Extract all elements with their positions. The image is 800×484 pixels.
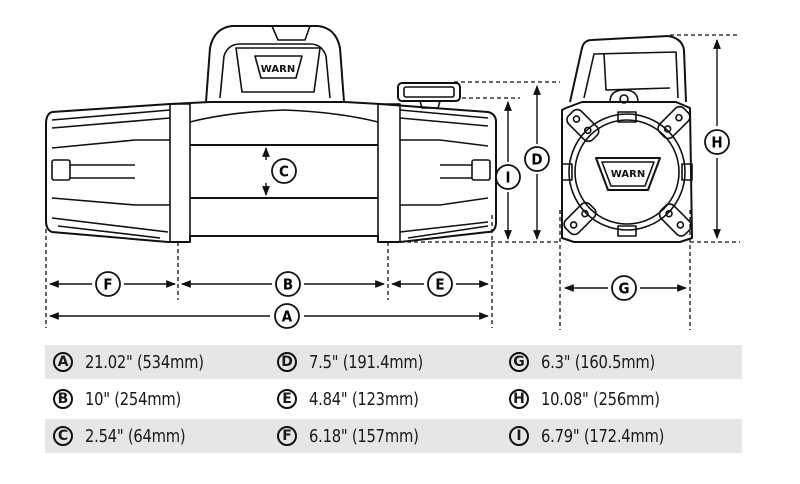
spec-value: 10" (254mm) bbox=[85, 388, 182, 410]
spec-value: 10.08" (256mm) bbox=[541, 388, 660, 410]
spec-row: B 10" (254mm) E 4.84" (123mm) H 10.08" (256… bbox=[45, 382, 742, 416]
spec-value: 6.3" (160.5mm) bbox=[541, 351, 656, 373]
side-view bbox=[561, 35, 693, 243]
spec-value: 6.18" (157mm) bbox=[309, 425, 419, 447]
letter-badge: B bbox=[53, 389, 73, 409]
spec-cell-D: D 7.5" (191.4mm) bbox=[277, 352, 509, 373]
marker-D: D bbox=[524, 146, 550, 172]
svg-text:E: E bbox=[435, 276, 444, 294]
spec-value: 6.79" (172.4mm) bbox=[541, 425, 665, 447]
spec-cell-G: G 6.3" (160.5mm) bbox=[509, 352, 741, 373]
dimension-markers: F B E A C I D G H bbox=[95, 129, 730, 329]
dimension-spec-table: A 21.02" (534mm) D 7.5" (191.4mm) G 6.3" (1… bbox=[45, 345, 742, 456]
logo-text-front: WARN bbox=[261, 64, 295, 75]
winch-technical-drawing: WARN WARN bbox=[45, 25, 740, 330]
letter-badge: C bbox=[53, 426, 73, 446]
extension-lines bbox=[45, 34, 740, 330]
spec-cell-H: H 10.08" (256mm) bbox=[509, 389, 741, 410]
marker-E: E bbox=[427, 271, 453, 297]
spec-value: 21.02" (534mm) bbox=[85, 351, 204, 373]
svg-text:A: A bbox=[282, 308, 293, 326]
marker-F: F bbox=[95, 271, 121, 297]
spec-cell-F: F 6.18" (157mm) bbox=[277, 426, 509, 447]
letter-badge: D bbox=[277, 352, 297, 372]
svg-text:H: H bbox=[711, 134, 722, 152]
letter-badge: G bbox=[509, 352, 529, 372]
letter-badge: A bbox=[53, 352, 73, 372]
marker-I: I bbox=[495, 164, 521, 190]
logo-text-side: WARN bbox=[611, 169, 645, 180]
marker-H: H bbox=[704, 129, 730, 155]
svg-text:F: F bbox=[103, 276, 112, 294]
spec-value: 7.5" (191.4mm) bbox=[309, 351, 424, 373]
front-view bbox=[45, 25, 497, 243]
letter-badge: I bbox=[509, 426, 529, 446]
svg-text:C: C bbox=[279, 163, 289, 181]
marker-B: B bbox=[275, 271, 301, 297]
dimension-lines bbox=[49, 39, 721, 320]
svg-text:G: G bbox=[618, 280, 629, 298]
spec-row: A 21.02" (534mm) D 7.5" (191.4mm) G 6.3" (1… bbox=[45, 345, 742, 379]
letter-badge: H bbox=[509, 389, 529, 409]
letter-badge: F bbox=[277, 426, 297, 446]
spec-cell-C: C 2.54" (64mm) bbox=[45, 426, 277, 447]
marker-G: G bbox=[611, 275, 637, 301]
spec-row: C 2.54" (64mm) F 6.18" (157mm) I 6.79" (172… bbox=[45, 419, 742, 453]
spec-cell-A: A 21.02" (534mm) bbox=[45, 352, 277, 373]
svg-text:B: B bbox=[283, 276, 293, 294]
marker-A: A bbox=[274, 303, 300, 329]
svg-text:I: I bbox=[505, 169, 510, 187]
letter-badge: E bbox=[277, 389, 297, 409]
spec-cell-I: I 6.79" (172.4mm) bbox=[509, 426, 741, 447]
spec-value: 4.84" (123mm) bbox=[309, 388, 419, 410]
spec-cell-E: E 4.84" (123mm) bbox=[277, 389, 509, 410]
spec-value: 2.54" (64mm) bbox=[85, 425, 186, 447]
marker-C: C bbox=[271, 158, 297, 184]
spec-cell-B: B 10" (254mm) bbox=[45, 389, 277, 410]
svg-text:D: D bbox=[531, 151, 542, 169]
